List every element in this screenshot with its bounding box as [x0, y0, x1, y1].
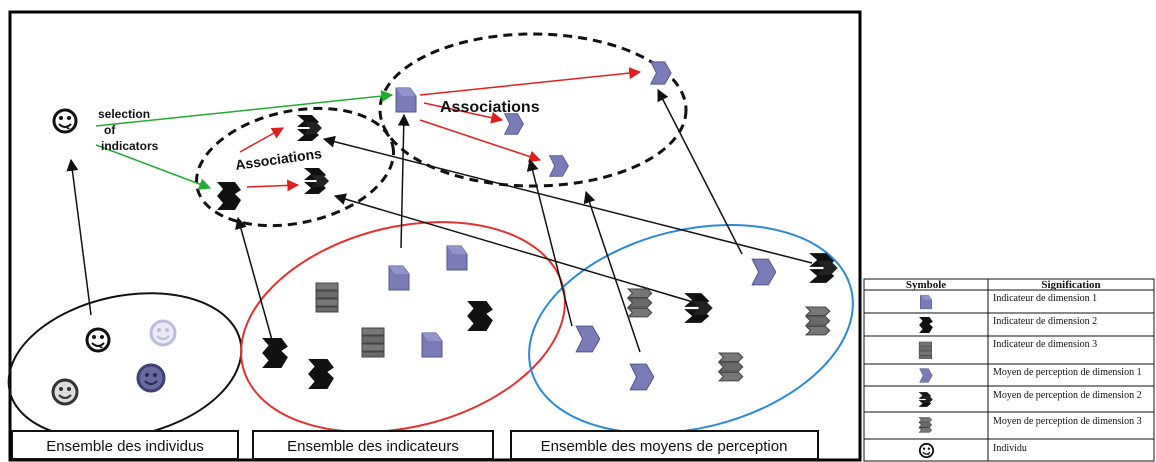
selection-label-2: of [104, 123, 116, 137]
associations-left-ellipse [194, 106, 396, 228]
legend-label: Moyen de perception de dimension 2 [993, 390, 1142, 401]
association-arrow [239, 127, 285, 153]
indicateurs-title-box [252, 430, 494, 460]
indicator-dim1-icon [388, 265, 410, 291]
moyens-title-box [510, 430, 819, 460]
moyens-title: Ensemble des moyens de perception [541, 438, 788, 455]
legend-label: Moyen de perception de dimension 3 [993, 416, 1142, 427]
association-arrow [423, 102, 504, 124]
indicator-dim1-icon [395, 87, 417, 113]
indicator-dim1-icon [446, 245, 468, 271]
association-arrow [419, 67, 642, 96]
moyens-ellipse [528, 223, 854, 435]
link-arrow [235, 216, 273, 341]
legend-label: Individu [993, 443, 1027, 454]
perception-dim3-icon [805, 306, 831, 336]
link-arrow [526, 158, 573, 327]
perception-dim3-icon [627, 288, 653, 318]
legend-label: Indicateur de dimension 1 [993, 293, 1097, 304]
individual-faded-icon [149, 319, 177, 347]
perception-dim3-icon [918, 417, 933, 433]
link-arrow [397, 113, 410, 249]
selection-label-3: indicators [101, 139, 159, 153]
link-arrow [322, 135, 813, 264]
indicator-dim1-icon [421, 332, 443, 358]
legend-label: Indicateur de dimension 3 [993, 339, 1097, 350]
individus-title: Ensemble des individus [46, 438, 204, 455]
associations-right-label: Associations [440, 99, 540, 116]
link-arrow [333, 193, 694, 303]
individus-title-box [11, 430, 239, 460]
associations-right-ellipse [378, 32, 688, 188]
selection-label-1: selection [98, 107, 150, 121]
selection-arrow-top [95, 90, 394, 127]
selection-arrow-bottom [95, 144, 212, 190]
legend-header-meaning: Signification [1041, 279, 1100, 291]
association-arrow [246, 179, 300, 192]
indicator-dim3-icon [361, 327, 385, 358]
legend-label: Moyen de perception de dimension 1 [993, 367, 1142, 378]
link-arrow [66, 158, 92, 316]
link-arrow [583, 190, 641, 353]
individual-purple-icon [136, 363, 166, 393]
individual-grey-icon [51, 378, 79, 406]
legend-table: Symbole Signification Indicateur de dime… [863, 278, 1155, 462]
link-arrow [657, 88, 743, 255]
indicator-dim1-icon [919, 294, 933, 310]
association-arrow [419, 119, 542, 163]
legend-label: Indicateur de dimension 2 [993, 316, 1097, 327]
indicator-dim3-icon [315, 282, 339, 313]
legend-header-symbol: Symbole [906, 279, 946, 291]
indicateurs-title: Ensemble des indicateurs [287, 438, 459, 455]
perception-dim3-icon [718, 352, 744, 382]
indicator-dim3-icon [918, 341, 933, 359]
